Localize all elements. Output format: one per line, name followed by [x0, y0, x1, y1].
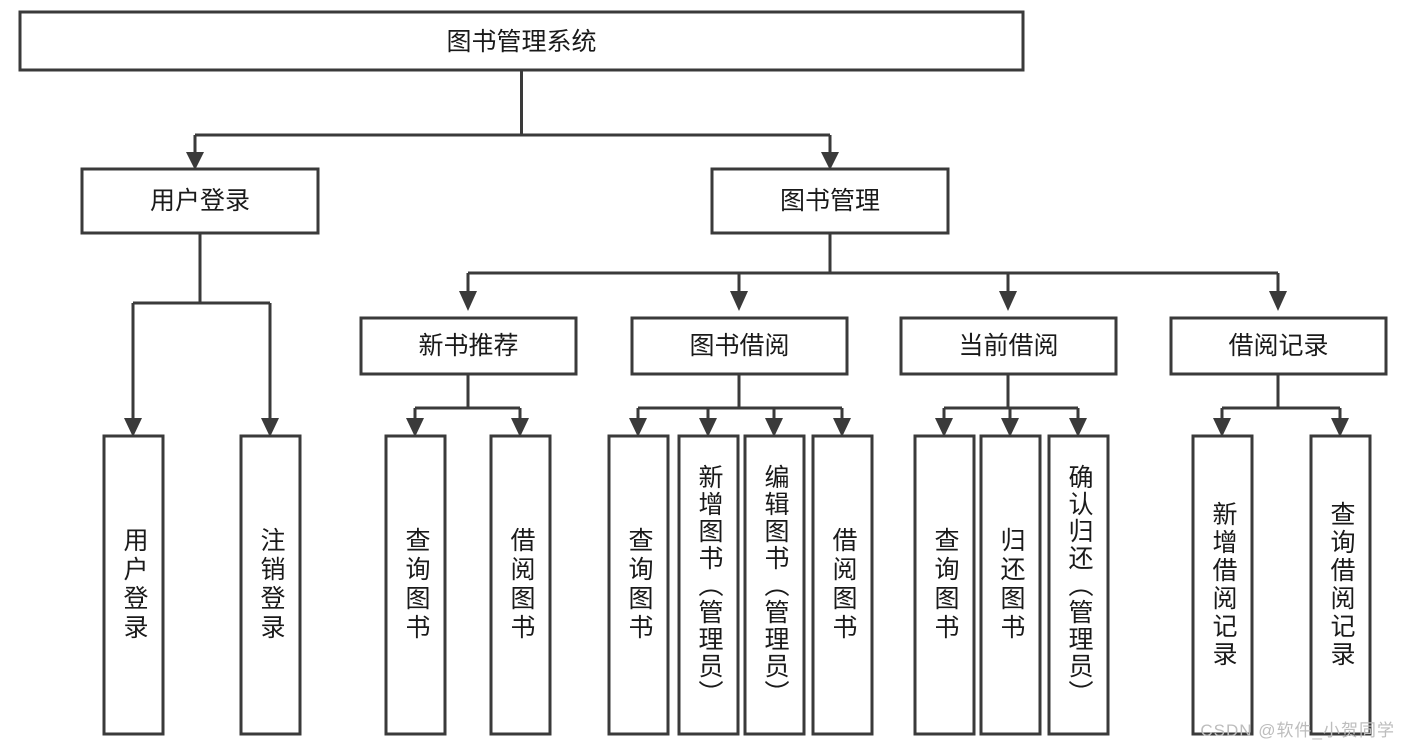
node-box-book-borrow[interactable] [630, 316, 849, 376]
arrowhead-leaf-query-book-a [406, 418, 424, 437]
node-box-book-mgmt[interactable] [710, 167, 950, 235]
node-box-leaf-query-book-a[interactable] [384, 434, 447, 736]
edge-user-login-to-bus [131, 233, 272, 420]
arrowhead-leaf-add-record [1213, 418, 1231, 437]
edge-borrow-record-to-bus [1220, 374, 1342, 420]
arrowhead-leaf-edit-book [765, 418, 783, 437]
node-box-leaf-logout[interactable] [239, 434, 302, 736]
node-label-user-login: 用户登录 [150, 187, 250, 215]
node-box-leaf-add-record[interactable] [1191, 434, 1254, 736]
node-label-root: 图书管理系统 [446, 28, 596, 56]
arrowhead-to-user-login [186, 152, 204, 170]
node-box-leaf-add-book[interactable] [677, 434, 740, 736]
arrowhead-leaf-confirm-return [1069, 418, 1087, 437]
node-box-borrow-record[interactable] [1169, 316, 1388, 376]
edge-new-book-rec-to-bus [413, 374, 522, 420]
node-box-user-login[interactable] [80, 167, 320, 235]
node-label-book-borrow: 图书借阅 [689, 332, 789, 360]
node-box-root[interactable] [18, 10, 1025, 72]
edge-current-borrow-to-bus [942, 374, 1080, 420]
arrowhead-leaf-logout [261, 418, 279, 437]
node-label-new-book-rec: 新书推荐 [418, 332, 518, 360]
node-box-leaf-return-book[interactable] [979, 434, 1042, 736]
node-box-leaf-query-book-b[interactable] [607, 434, 670, 736]
node-label-current-borrow: 当前借阅 [958, 332, 1058, 360]
arrowhead-leaf-borrow-book-a [511, 418, 529, 437]
arrowhead-to-book-mgmt [821, 152, 839, 170]
node-box-leaf-query-record[interactable] [1309, 434, 1372, 736]
arrowhead-leaf-query-book-b [629, 418, 647, 437]
node-box-leaf-edit-book[interactable] [743, 434, 806, 736]
node-box-current-borrow[interactable] [899, 316, 1118, 376]
arrowhead-leaf-add-book [699, 418, 717, 437]
arrowhead-leaf-user-login [124, 418, 142, 437]
arrowhead-to-book-borrow [730, 291, 748, 311]
arrowhead-to-new-book-rec [459, 291, 477, 311]
node-box-new-book-rec[interactable] [359, 316, 578, 376]
node-box-leaf-query-book-c[interactable] [913, 434, 976, 736]
arrowhead-leaf-query-book-c [935, 418, 953, 437]
node-box-leaf-borrow-book-a[interactable] [489, 434, 552, 736]
connector-layer [124, 70, 1349, 437]
node-box-leaf-confirm-return[interactable] [1047, 434, 1110, 736]
edge-root-to-bus [193, 70, 832, 155]
node-box-leaf-user-login[interactable] [102, 434, 165, 736]
node-box-leaf-borrow-book-b[interactable] [811, 434, 874, 736]
edge-book-borrow-to-bus [636, 374, 844, 420]
arrowhead-to-borrow-record [1269, 291, 1287, 311]
node-layer: 图书管理系统 用户登录 图书管理 新书推荐 图书借阅 当前借阅 借阅记录 [18, 10, 1388, 736]
node-label-borrow-record: 借阅记录 [1228, 332, 1328, 360]
edge-book-mgmt-to-bus [466, 233, 1280, 293]
watermark-text: CSDN @软件_小贺同学 [1200, 721, 1395, 740]
arrowhead-to-current-borrow [999, 291, 1017, 311]
arrowhead-leaf-return-book [1001, 418, 1019, 437]
arrowhead-leaf-query-record [1331, 418, 1349, 437]
arrowhead-leaf-borrow-book-b [833, 418, 851, 437]
node-label-book-mgmt: 图书管理 [780, 187, 880, 215]
